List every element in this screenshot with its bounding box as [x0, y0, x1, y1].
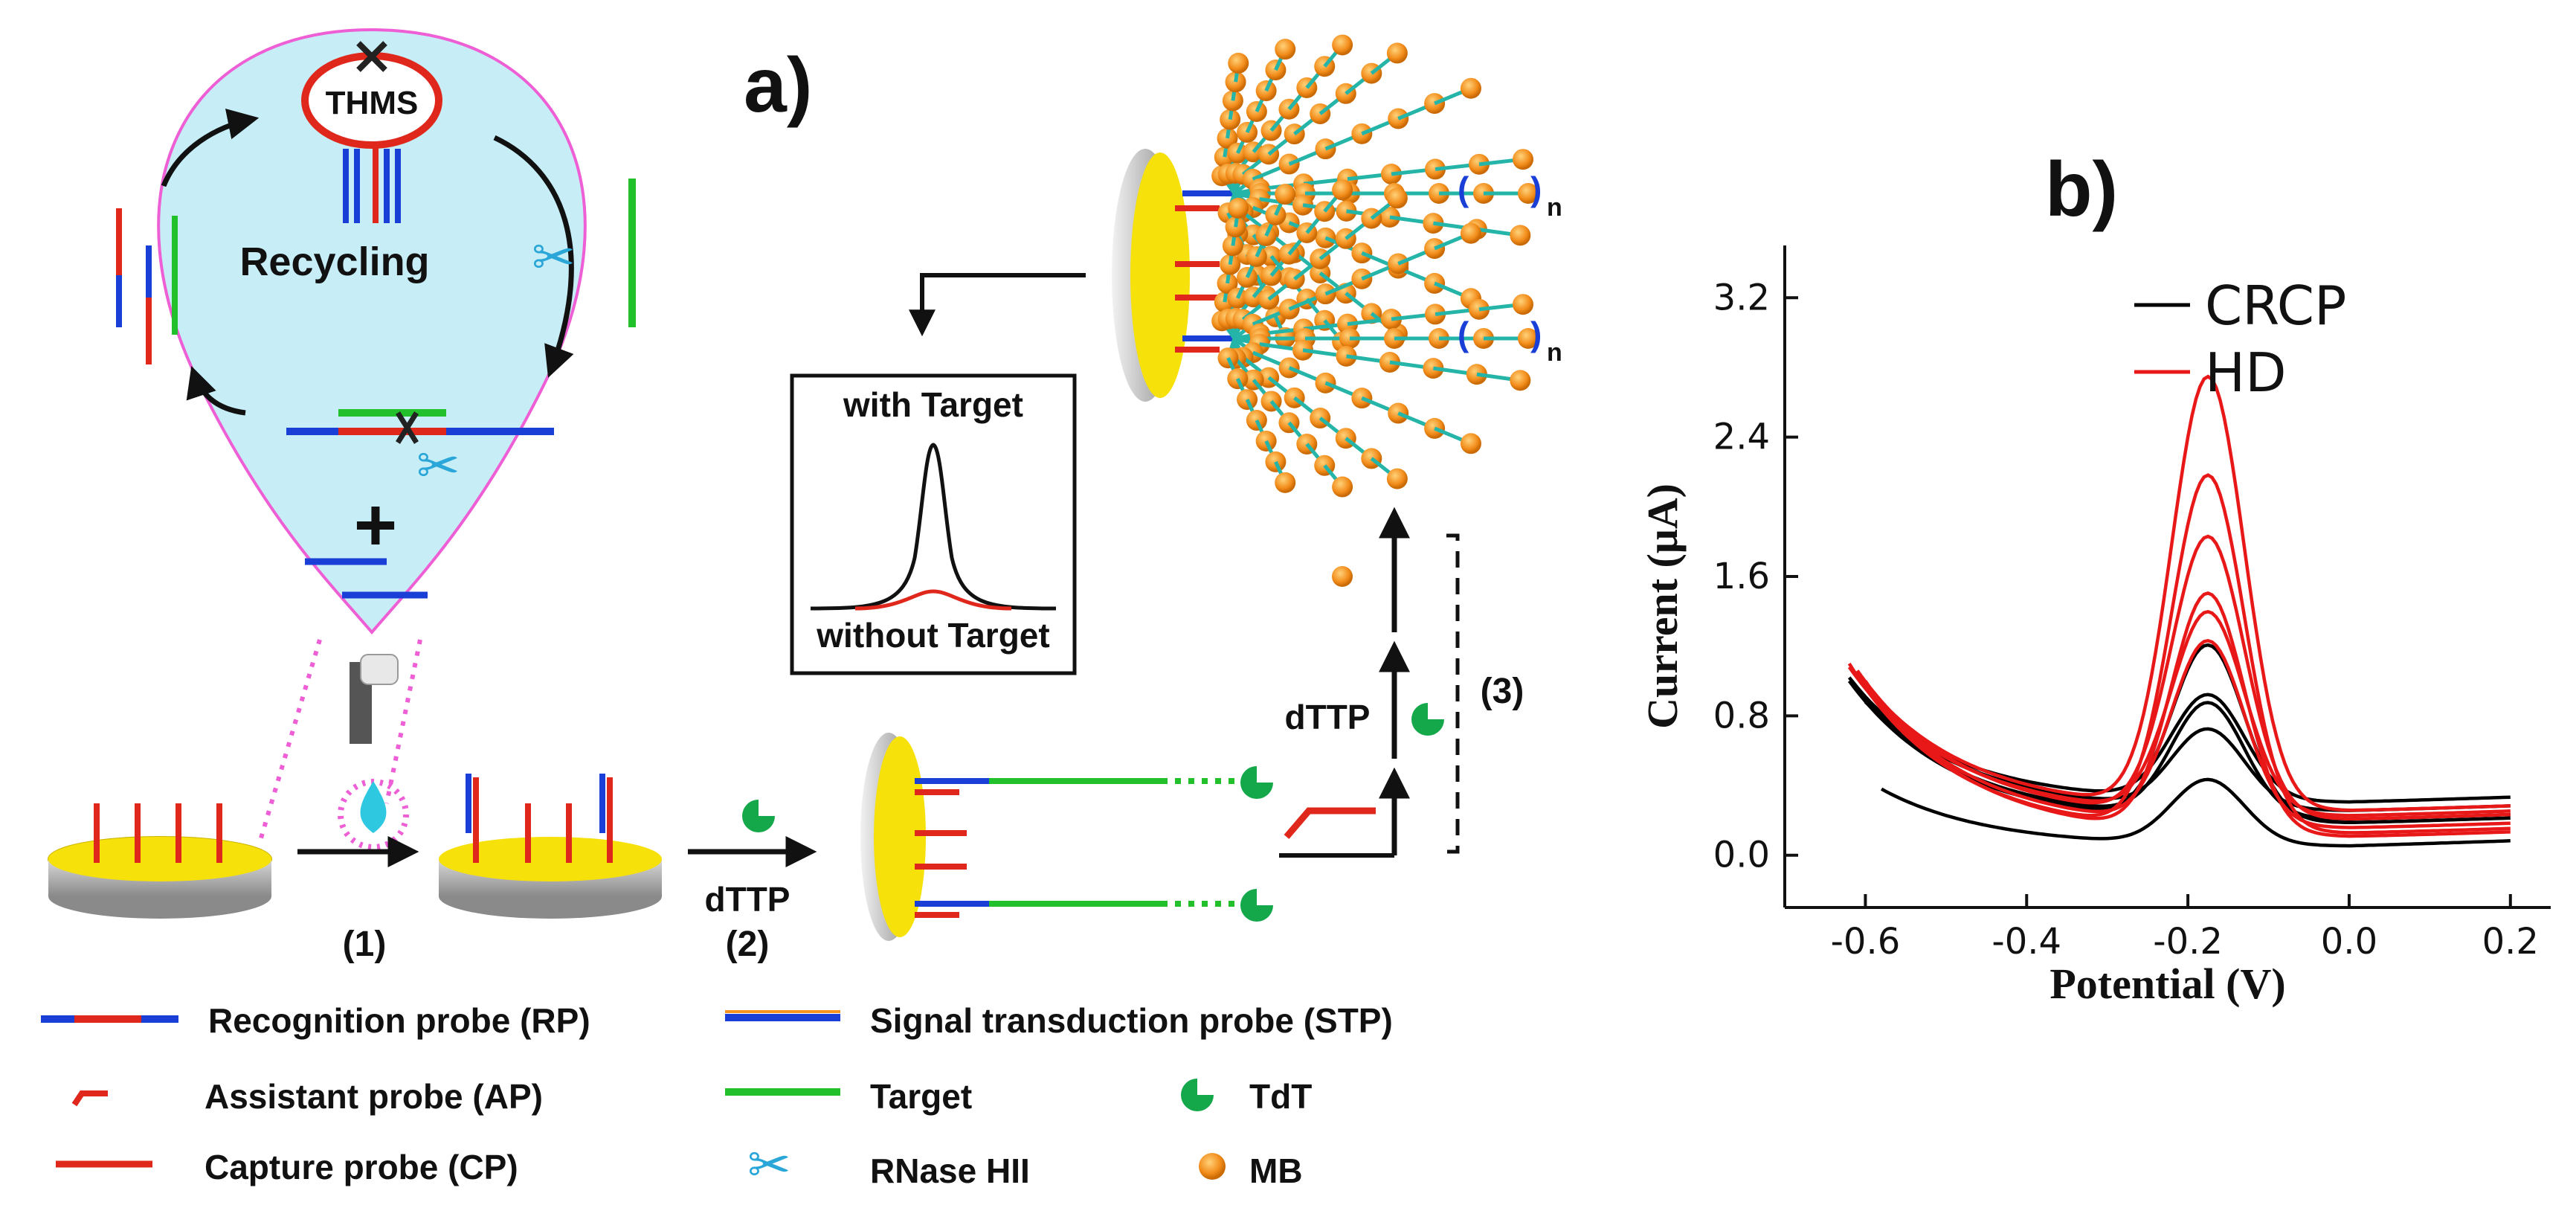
scissors-icon: ✂ [532, 228, 576, 286]
legend-target: Target [870, 1077, 972, 1116]
legend-ap: Assistant probe (AP) [205, 1077, 543, 1116]
mb-bead [1275, 39, 1296, 60]
cv-curve [1855, 534, 2511, 821]
cleavage-mark-icon [356, 41, 387, 72]
mb-bead [1460, 433, 1481, 454]
signal-inset: with Target without Target [790, 373, 1077, 675]
legend-label: CRCP [2205, 274, 2346, 337]
legend-tdt: TdT [1249, 1077, 1312, 1116]
scissors-icon: ✂ [416, 437, 460, 495]
scissors-icon: ✂ [747, 1136, 791, 1194]
mb-bead [1518, 328, 1539, 349]
plus-sign: + [354, 483, 397, 567]
panel-b: b) -0.6 -0.4 -0.2 0.0 0.2 0.0 0.8 1.6 2.4 3.2Pote… [1638, 147, 2551, 1008]
x-tick-label: 0.2 [2482, 921, 2539, 963]
mb-bead [1513, 294, 1534, 315]
mb-bead [1386, 42, 1408, 64]
mb-bead [1255, 80, 1277, 102]
mb-bead [1510, 225, 1531, 246]
cv-curve [1881, 777, 2511, 848]
electrode-mb-loaded: ( ) n ( ) n [1112, 34, 1562, 498]
electrode-bare [48, 803, 272, 919]
mb-bead [1228, 52, 1249, 74]
legend-label: HD [2205, 341, 2287, 404]
svg-text:(: ( [1458, 315, 1469, 353]
legend: Recognition probe (RP) Signal transducti… [41, 1001, 1393, 1194]
cv-curve [1847, 676, 2511, 812]
cv-curve [1847, 473, 2511, 835]
cv-curve [1855, 374, 2511, 812]
tdt-pacman-icon [1181, 1079, 1214, 1111]
recycling-bubble: THMS Recycling ✂ ✂ [116, 28, 636, 841]
mb-bead [1460, 222, 1481, 244]
cv-curve [1855, 638, 2511, 829]
mb-bead [1460, 77, 1481, 99]
step-1-label: (1) [343, 925, 387, 964]
y-tick-label: 0.0 [1713, 835, 1770, 876]
step-2-reagent: dTTP [705, 880, 790, 919]
without-target-label: without Target [816, 616, 1049, 655]
step-3-label: (3) [1481, 672, 1524, 711]
pipette-icon [338, 654, 409, 850]
y-tick-label: 0.8 [1713, 695, 1770, 736]
mb-bead [1386, 468, 1408, 489]
ap-hook [1284, 807, 1376, 839]
mb-bead [1332, 34, 1353, 56]
x-axis-label: Potential (V) [2049, 960, 2285, 1008]
mb-bead [1228, 197, 1249, 219]
with-target-label: with Target [843, 385, 1023, 424]
mb-bead [1518, 183, 1539, 204]
y-axis-label: Current (μA) [1638, 483, 1687, 729]
mb-bead [1275, 472, 1296, 493]
electrode-extended [860, 733, 1273, 941]
tdt-icon [742, 800, 775, 832]
mb-bead [1227, 368, 1249, 390]
x-tick-label: -0.2 [2153, 921, 2223, 963]
legend-mb: MB [1249, 1151, 1303, 1190]
ap-hook-icon [71, 1090, 108, 1107]
cv-curve [1864, 693, 2511, 804]
x-tick-label: 0.0 [2321, 921, 2377, 963]
y-tick-label: 3.2 [1713, 277, 1770, 318]
x-tick-label: -0.6 [1831, 921, 1901, 963]
legend-cp: Capture probe (CP) [205, 1148, 518, 1186]
svg-text:): ) [1530, 170, 1542, 208]
panel-a-label: a) [744, 42, 812, 129]
mb-bead [1513, 149, 1534, 170]
repeat-n-bottom: n [1547, 338, 1562, 367]
mb-bead [1510, 370, 1531, 391]
panel-a: a) THMS Recycling [41, 28, 1562, 1194]
recycling-label: Recycling [239, 240, 429, 284]
mb-bead [1332, 179, 1353, 201]
mb-bead [1275, 184, 1296, 205]
panel-b-label: b) [2045, 147, 2118, 233]
thms-label: THMS [326, 85, 419, 121]
mb-dot-icon [1199, 1153, 1226, 1180]
y-tick-label: 2.4 [1713, 417, 1770, 458]
svg-text:): ) [1530, 315, 1542, 353]
mb-bead [1332, 476, 1353, 498]
legend-rnase: RNase HII [870, 1151, 1030, 1190]
svg-text:(: ( [1458, 170, 1469, 208]
repeat-n-top: n [1547, 193, 1562, 222]
cv-chart: -0.6 -0.4 -0.2 0.0 0.2 0.0 0.8 1.6 2.4 3.2Potenti… [1638, 245, 2551, 1008]
mb-bead [1386, 187, 1408, 209]
legend-stp: Signal transduction probe (STP) [870, 1001, 1393, 1040]
step-2-label: (2) [726, 925, 770, 964]
y-tick-label: 1.6 [1713, 556, 1770, 597]
x-tick-label: -0.4 [1991, 921, 2061, 963]
cv-curve [1847, 609, 2511, 817]
legend-rp: Recognition probe (RP) [208, 1001, 590, 1040]
electrode-captured [439, 774, 662, 919]
step-3-reagent: dTTP [1285, 698, 1371, 736]
